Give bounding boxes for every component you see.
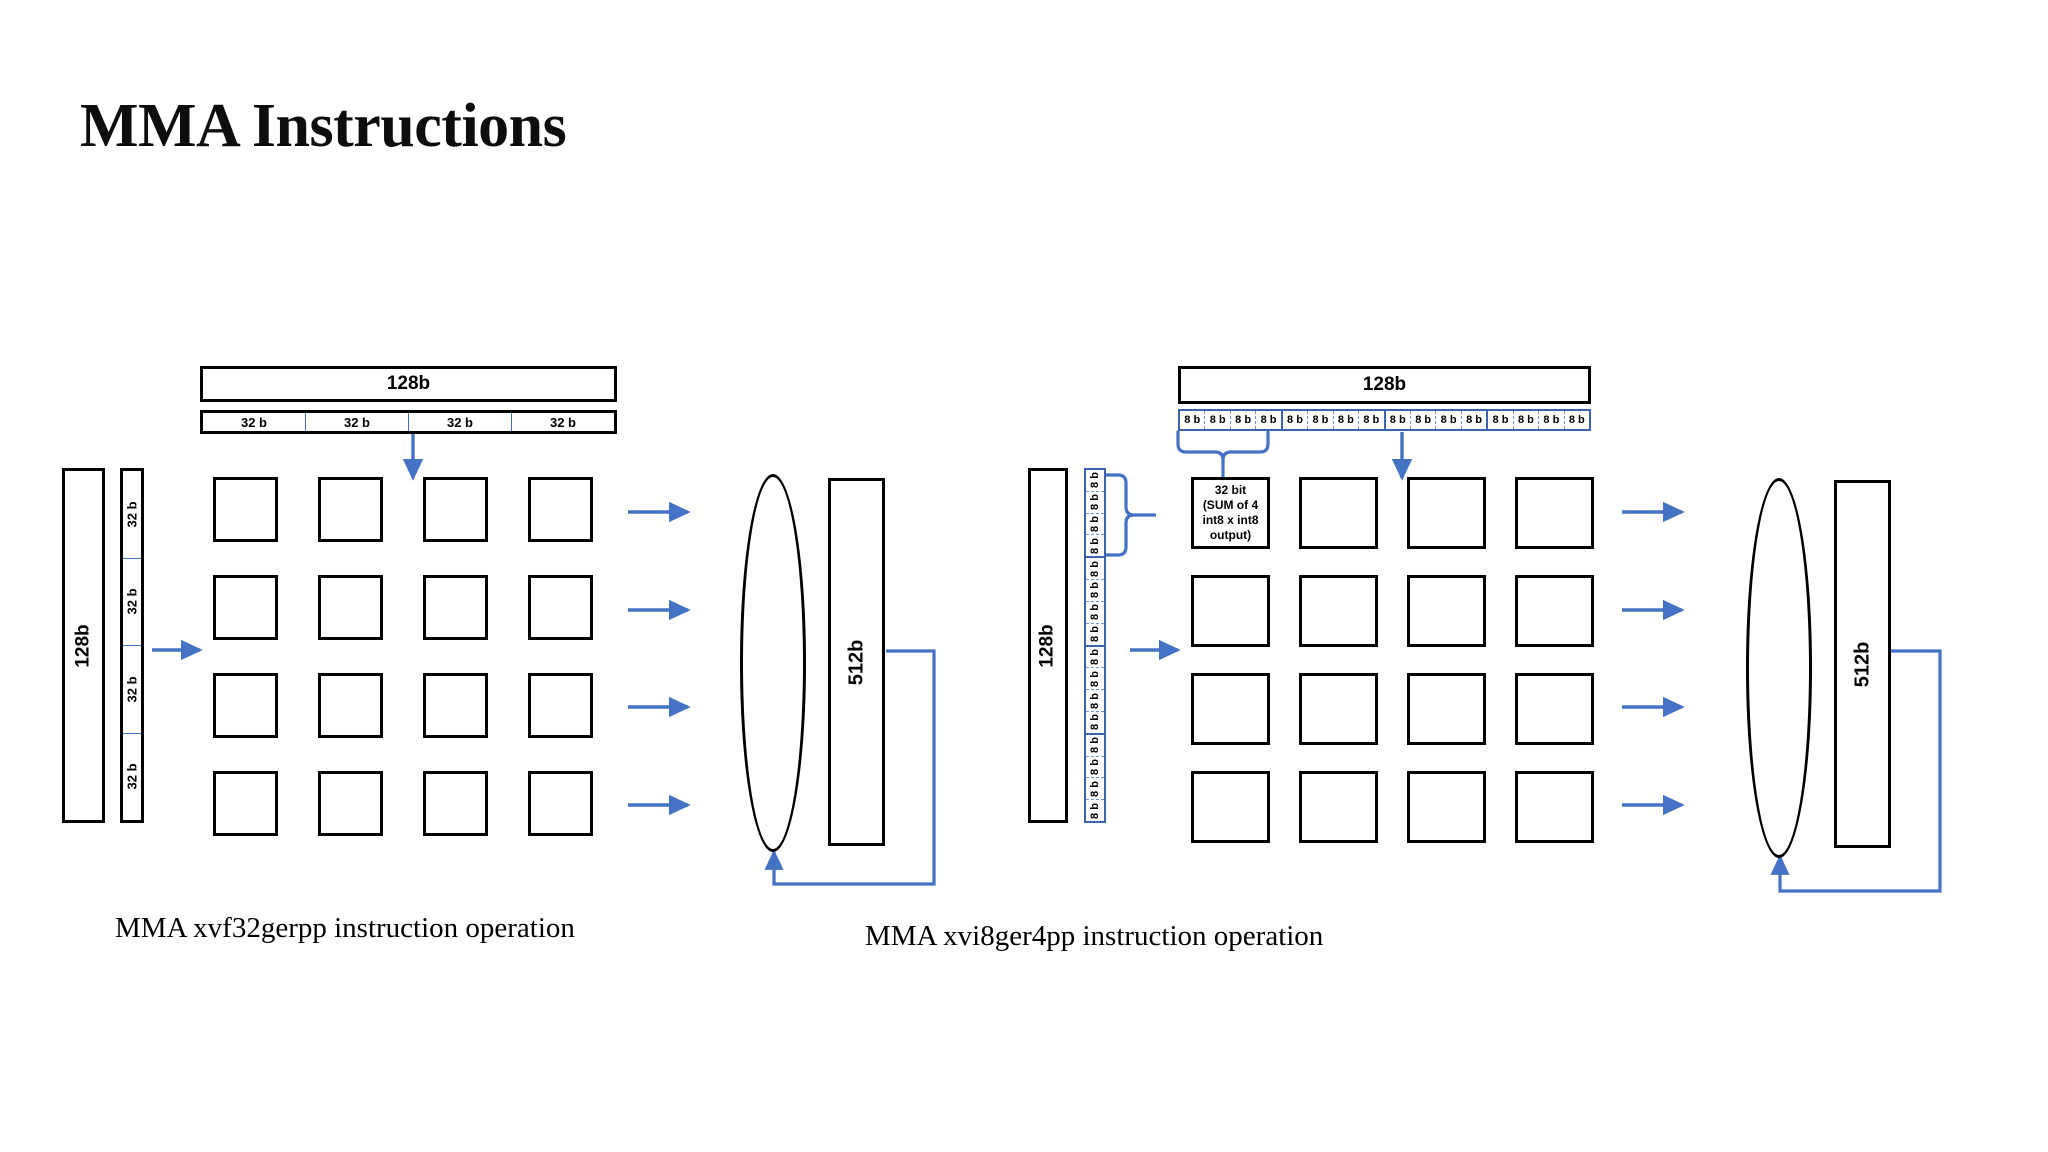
top-segment: 8 b (1256, 411, 1283, 429)
left-segment: 32 b (123, 646, 141, 734)
top-segment: 32 b (409, 413, 512, 431)
top-segment: 8 b (1568, 414, 1585, 426)
top-segment: 8 b (1334, 411, 1360, 429)
left-segment: 32 b (123, 559, 141, 646)
vsr-cell (1299, 771, 1378, 843)
left-segment: 8 b (1086, 712, 1104, 735)
top-segment: 32 b (203, 413, 306, 431)
left-segment: 8 b (1086, 470, 1104, 492)
vsr-cell (528, 771, 593, 836)
left-segment: 8 b (1086, 778, 1104, 801)
left-128b-bar: 128b (62, 468, 105, 823)
top-segment: 8 b (1514, 411, 1540, 429)
left-segment: 8 b (1086, 624, 1104, 647)
top-32b-segment-row: 32 b 32 b 32 b 32 b (200, 410, 617, 434)
accumulator-merge-ellipse (740, 474, 806, 852)
page-title: MMA Instructions (80, 92, 567, 160)
accumulator-512b-label: 512b (1851, 641, 1873, 687)
top-segment: 8 b (1205, 411, 1231, 429)
diagram-xvf32gerpp: 128b 32 b 32 b 32 b 32 b 128b 32 b 32 b … (0, 0, 1000, 1152)
vsr-cell (1407, 771, 1486, 843)
vsr-cell (1299, 477, 1378, 549)
left-segment: 8 b (1086, 668, 1104, 691)
vsr-cell (1515, 771, 1594, 843)
left-segment: 8 b (1086, 647, 1104, 669)
accumulator-512b-bar: 512b (1834, 480, 1891, 848)
top-segment: 8 b (1462, 411, 1489, 429)
accumulator-512b-bar: 512b (828, 478, 885, 846)
left-segment: 8 b (1086, 535, 1104, 559)
vsr-cell (1299, 575, 1378, 647)
vsr-cell (318, 477, 383, 542)
top-128b-bar: 128b (200, 366, 617, 402)
vsr-cell (528, 575, 593, 640)
top-128b-bar-label: 128b (386, 373, 431, 394)
vsr-cell (423, 771, 488, 836)
top-segment: 8 b (1436, 411, 1462, 429)
left-segment: 8 b (1086, 492, 1104, 514)
top-segment: 32 b (549, 414, 576, 430)
vsr-cell (1515, 575, 1594, 647)
vsr-cell (1407, 673, 1486, 745)
left-segment: 8 b (1086, 580, 1104, 602)
top-segment: 8 b (1180, 411, 1206, 429)
diagram-caption-right: MMA xvi8ger4pp instruction operation (865, 920, 1324, 952)
left-segment: 8 b (1086, 602, 1104, 624)
vsr-cell (318, 771, 383, 836)
vsr-cell (1191, 771, 1270, 843)
diagram-caption-left: MMA xvf32gerpp instruction operation (115, 912, 575, 944)
left-segment: 8 b (1086, 735, 1104, 757)
accumulator-merge-ellipse (1746, 478, 1812, 858)
top-segment: 8 b (1231, 411, 1257, 429)
vsr-cell (213, 575, 278, 640)
vsr-cell (1191, 673, 1270, 745)
top-segment: 32 b (306, 413, 409, 431)
vsr-cell (213, 771, 278, 836)
vsr-cell (1515, 477, 1594, 549)
vsr-cell (1407, 575, 1486, 647)
left-segment: 8 b (1086, 514, 1104, 536)
vsr-cell (423, 673, 488, 738)
top-segment: 8 b (1488, 411, 1514, 429)
vsr-cell-grid (0, 0, 1000, 1152)
left-segment: 8 b (1086, 757, 1104, 779)
top-segment: 8 b (1386, 411, 1411, 429)
top-segment: 8 b (1308, 411, 1334, 429)
vsr-cell (318, 575, 383, 640)
top-128b-bar: 128b (1178, 366, 1591, 404)
left-128b-bar: 128b (1028, 468, 1068, 823)
left-segment: 8 b (1086, 690, 1104, 712)
top-segment: 8 b (1283, 411, 1309, 429)
top-segment: 8 b (1411, 411, 1437, 429)
left-32b-segment-column: 32 b 32 b 32 b 32 b (120, 468, 144, 823)
top-segment: 8 b (1539, 411, 1565, 429)
vsr-cell (1515, 673, 1594, 745)
vsr-cell (423, 575, 488, 640)
vsr-cell (528, 673, 593, 738)
vsr-cell (528, 477, 593, 542)
vsr-cell (1299, 673, 1378, 745)
left-segment: 8 b (1086, 558, 1104, 581)
vsr-cell (1191, 575, 1270, 647)
vsr-cell (213, 673, 278, 738)
accumulator-512b-label: 512b (845, 639, 867, 685)
top-128b-bar-label: 128b (1362, 374, 1407, 395)
vsr-cell (1407, 477, 1486, 549)
vsr-cell (318, 673, 383, 738)
top-segment: 8 b (1359, 411, 1386, 429)
left-segment: 32 b (123, 471, 141, 559)
vsr-cell (423, 477, 488, 542)
vsr-cell (213, 477, 278, 542)
